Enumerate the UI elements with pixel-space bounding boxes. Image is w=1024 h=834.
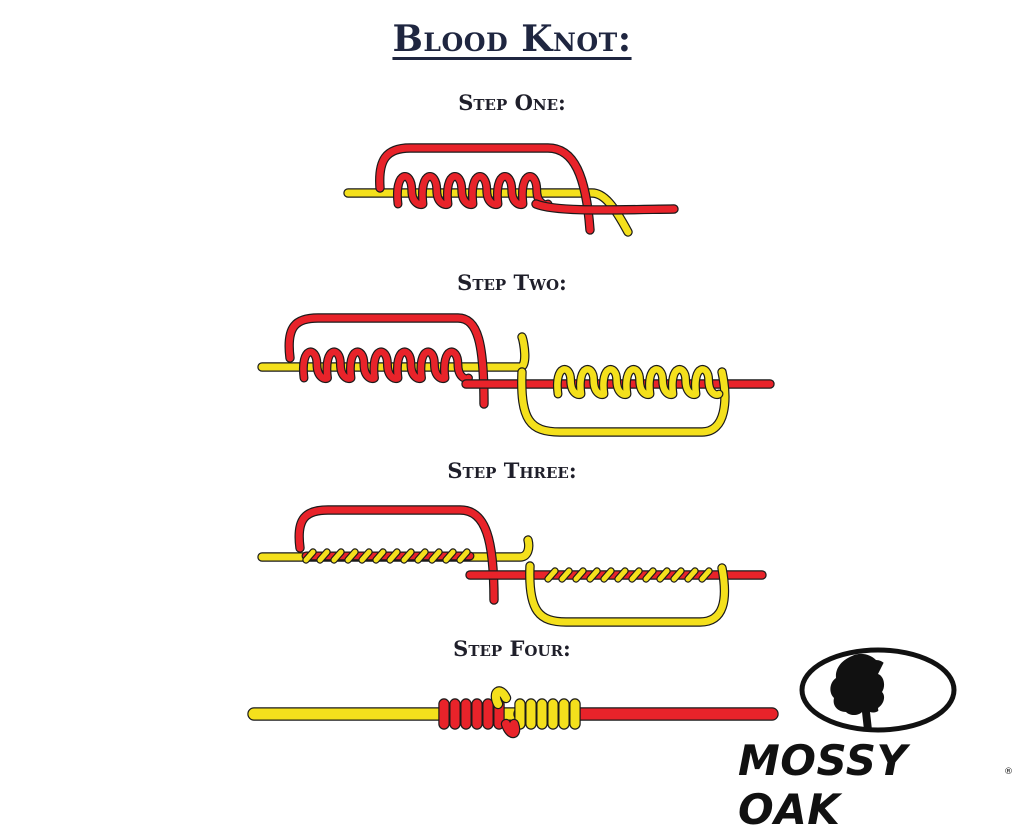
registered-mark: ® [1004, 767, 1013, 777]
red-tag-end [502, 720, 519, 737]
diagram-title-text: Blood Knot: [392, 18, 632, 60]
yellow-line [344, 189, 632, 236]
step-three-illustration [257, 505, 767, 627]
yellow-tag-end [491, 687, 510, 708]
step-four-label: Step Four: [453, 636, 571, 661]
step-two-label: Step Two: [457, 270, 567, 295]
yellow-line-loop [526, 562, 728, 626]
yellow-line-loop [518, 368, 729, 436]
red-line-loop [295, 506, 498, 604]
step-one-illustration [343, 143, 679, 237]
tree-silhouette-icon [830, 653, 894, 730]
step-two-illustration [257, 313, 775, 437]
red-line-coils [394, 173, 552, 208]
knot-illustration [247, 143, 957, 739]
red-line-loop [376, 144, 594, 234]
red-line-tail [532, 200, 678, 214]
brand-name: MOSSY OAK [738, 736, 908, 834]
mossy-oak-logo [799, 647, 957, 733]
logo-oval [799, 647, 957, 733]
step-three-label: Step Three: [447, 458, 577, 483]
yellow-line-left [258, 333, 529, 371]
tree-silhouette-highlight-icon [878, 662, 900, 726]
red-line-loop [285, 314, 488, 408]
yellow-line-left [258, 536, 533, 561]
red-line-coils [300, 348, 472, 382]
diagram-title: Blood Knot: [0, 18, 1024, 60]
step-four-illustration [247, 686, 779, 739]
yellow-line-coils [554, 366, 723, 398]
yellow-twist-strands [303, 549, 470, 563]
yellow-twist-strands-right [545, 568, 712, 582]
step-one-label: Step One: [458, 90, 566, 115]
